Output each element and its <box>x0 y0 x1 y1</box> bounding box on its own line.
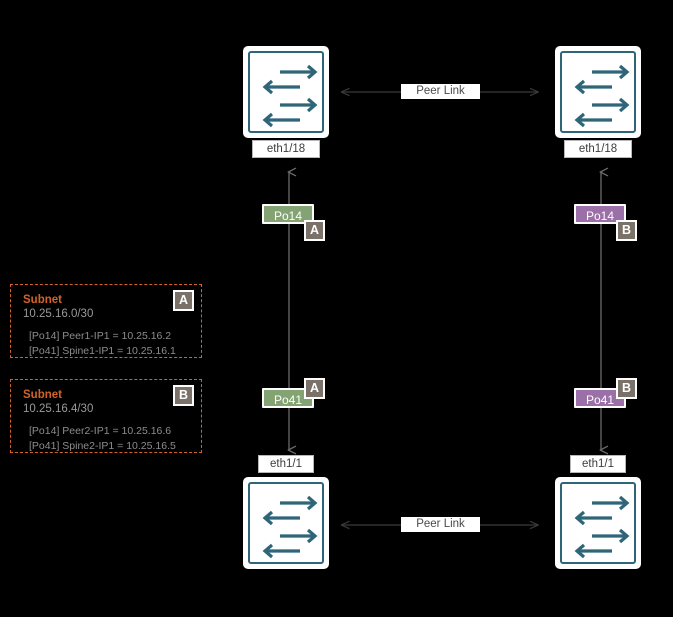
po-badge-left-top[interactable]: Po14 <box>262 204 315 224</box>
subnet-cidr-a: 10.25.16.0/30 <box>23 308 94 320</box>
subnet-tag-a: A <box>173 290 194 311</box>
subnet-title-b: Subnet <box>23 389 62 401</box>
subnet-cidr-b: 10.25.16.4/30 <box>23 403 94 415</box>
switch-icon <box>574 64 630 128</box>
tag-right-bottom: B <box>616 378 637 399</box>
subnet-box-b: B Subnet 10.25.16.4/30 [Po14] Peer2-IP1 … <box>10 379 202 453</box>
tag-right-top: B <box>616 220 637 241</box>
subnet-entry-b-1: [Po41] Spine2-IP1 = 10.25.16.5 <box>29 440 176 452</box>
tag-left-top: A <box>304 220 325 241</box>
port-label-leaf-right: eth1/1 <box>570 455 626 473</box>
subnet-entry-a-1: [Po41] Spine1-IP1 = 10.25.16.1 <box>29 345 176 357</box>
subnet-box-a: A Subnet 10.25.16.0/30 [Po14] Peer1-IP1 … <box>10 284 202 358</box>
peer-link-bottom-label: Peer Link <box>401 517 480 532</box>
switch-spine-right[interactable] <box>555 46 641 138</box>
po-badge-left-bottom[interactable]: Po41 <box>262 388 315 408</box>
port-label-leaf-left: eth1/1 <box>258 455 314 473</box>
switch-leaf-right[interactable] <box>555 477 641 569</box>
po-badge-right-top[interactable]: Po14 <box>574 204 627 224</box>
subnet-entry-a-0: [Po14] Peer1-IP1 = 10.25.16.2 <box>29 330 172 342</box>
subnet-entry-b-0: [Po14] Peer2-IP1 = 10.25.16.6 <box>29 425 172 437</box>
switch-icon <box>262 495 318 559</box>
subnet-tag-b: B <box>173 385 194 406</box>
subnet-title-a: Subnet <box>23 294 62 306</box>
switch-spine-left[interactable] <box>243 46 329 138</box>
switch-icon <box>262 64 318 128</box>
port-label-spine-left: eth1/18 <box>252 140 320 158</box>
peer-link-top-label: Peer Link <box>401 84 480 99</box>
po-badge-right-bottom[interactable]: Po41 <box>574 388 627 408</box>
switch-icon <box>574 495 630 559</box>
port-label-spine-right: eth1/18 <box>564 140 632 158</box>
tag-left-bottom: A <box>304 378 325 399</box>
switch-leaf-left[interactable] <box>243 477 329 569</box>
